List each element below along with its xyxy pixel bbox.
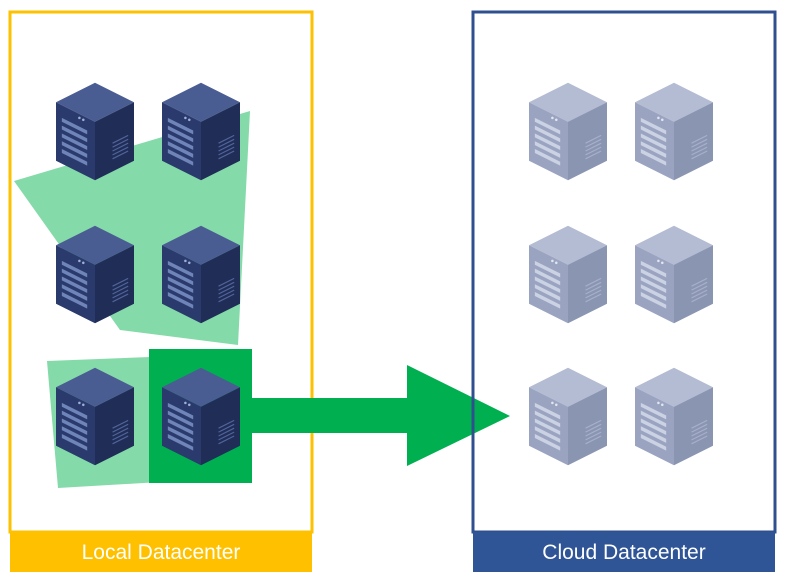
local-datacenter: Local Datacenter (8, 10, 314, 572)
cloud-datacenter-frame (471, 10, 777, 534)
cloud-datacenter: Cloud Datacenter (471, 10, 777, 572)
server-tower-icon (162, 82, 240, 181)
server-tower-icon (56, 225, 134, 324)
server-tower-icon (635, 367, 713, 466)
local-datacenter-label-bar (10, 532, 312, 572)
server-tower-icon (529, 225, 607, 324)
local-datacenter-label: Local Datacenter (82, 541, 241, 564)
server-tower-icon (635, 82, 713, 181)
arrow-right-icon (252, 365, 510, 466)
server-tower-icon (56, 82, 134, 181)
server-tower-icon (529, 82, 607, 181)
server-tower-icon (162, 225, 240, 324)
server-tower-icon (635, 225, 713, 324)
server-tower-icon (529, 367, 607, 466)
cloud-datacenter-label: Cloud Datacenter (542, 541, 705, 564)
server-tower-icon (56, 367, 134, 466)
cloud-datacenter-label-bar (473, 532, 775, 572)
server-tower-icon (162, 367, 240, 466)
